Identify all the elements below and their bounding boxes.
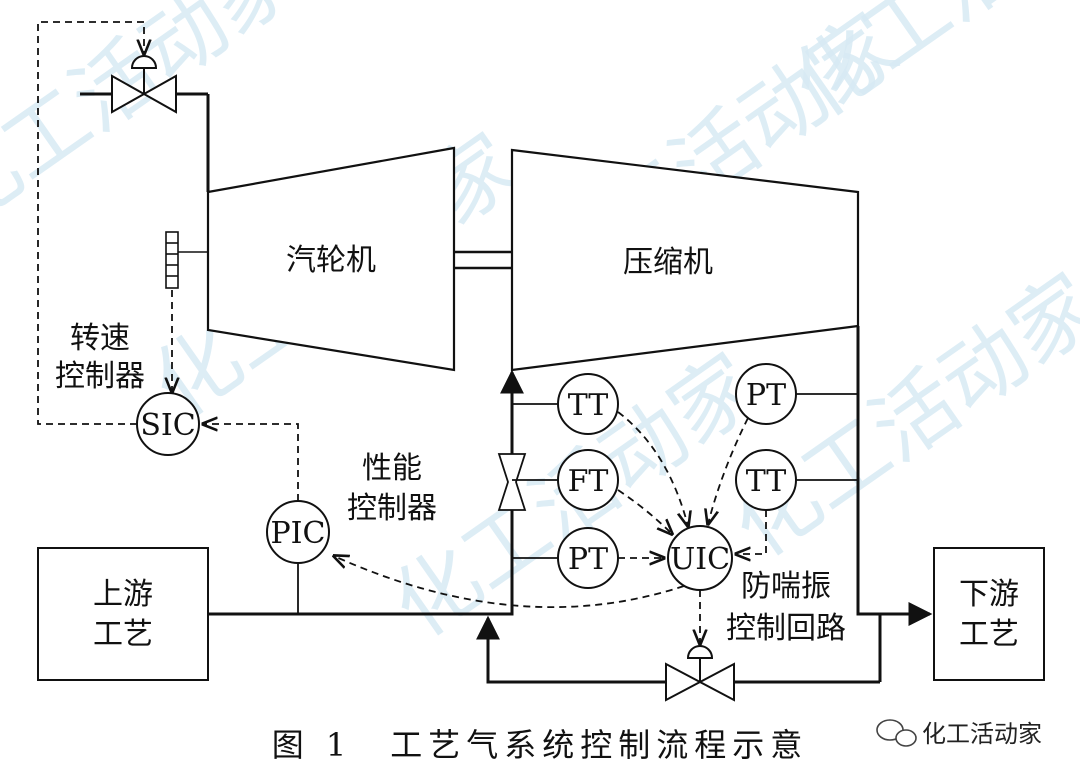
pt-suction-label: PT	[568, 542, 608, 577]
sic-label: SIC	[140, 408, 195, 443]
suction-line	[208, 369, 524, 616]
sic-output-signal	[37, 21, 144, 425]
discharge-instrument-taps	[796, 393, 858, 481]
antisurge-label-line2: 控制回路	[726, 611, 846, 646]
brand-stamp: 化工活动家	[876, 719, 1042, 748]
tt-discharge-label: TT	[746, 464, 787, 499]
brand-text: 化工活动家	[922, 720, 1042, 748]
chat-bubble-icon	[876, 719, 917, 747]
upstream-process-box: 上游 工艺	[37, 547, 209, 681]
steam-turbine: 汽轮机	[206, 146, 456, 372]
speed-controller-label-line1: 转速	[70, 321, 130, 356]
uic-to-pic-signal	[334, 556, 685, 609]
tt-discharge-instrument[interactable]: TT	[735, 449, 797, 511]
antisurge-valve-icon[interactable]	[665, 645, 735, 702]
compressor: 压缩机	[510, 148, 860, 372]
pt-suction-instrument[interactable]: PT	[557, 527, 619, 589]
tt-suction-instrument[interactable]: TT	[557, 373, 619, 435]
downstream-label-line2: 工艺	[959, 617, 1019, 652]
pic-instrument[interactable]: PIC	[266, 500, 330, 564]
speed-sensor-icon	[165, 231, 208, 289]
pt-discharge-instrument[interactable]: PT	[735, 363, 797, 425]
steam-control-valve-icon[interactable]	[111, 55, 177, 114]
recycle-line	[476, 614, 882, 684]
downstream-label-line1: 下游	[959, 577, 1019, 612]
uic-input-signals	[617, 411, 767, 558]
discharge-line	[856, 326, 933, 626]
figure-caption: 图 1 工艺气系统控制流程示意	[272, 726, 809, 764]
pic-label: PIC	[271, 516, 326, 551]
upstream-label-line1: 上游	[93, 577, 153, 612]
turbine-label: 汽轮机	[286, 243, 376, 278]
pt-discharge-label: PT	[746, 378, 786, 413]
performance-controller-label-line2: 控制器	[347, 491, 437, 526]
speed-controller-label-line2: 控制器	[55, 359, 145, 394]
uic-label: UIC	[670, 542, 730, 577]
steam-inlet-line	[80, 92, 210, 192]
downstream-process-box: 下游 工艺	[933, 547, 1045, 681]
sic-instrument[interactable]: SIC	[136, 392, 200, 456]
pic-to-sic-signal	[203, 424, 299, 501]
performance-controller-label-line1: 性能	[362, 451, 422, 486]
watermark-text: 化工活动家	[775, 0, 1080, 136]
flow-element-icon	[497, 453, 527, 511]
upstream-label-line2: 工艺	[93, 617, 153, 652]
compressor-label: 压缩机	[623, 245, 713, 280]
antisurge-label-line1: 防喘振	[741, 569, 831, 604]
suction-instrument-taps	[512, 403, 558, 559]
ft-suction-instrument[interactable]: FT	[557, 449, 619, 511]
tt-suction-label: TT	[568, 388, 609, 423]
uic-instrument[interactable]: UIC	[667, 525, 733, 591]
shaft-coupling	[454, 250, 512, 270]
ft-suction-label: FT	[568, 464, 609, 499]
